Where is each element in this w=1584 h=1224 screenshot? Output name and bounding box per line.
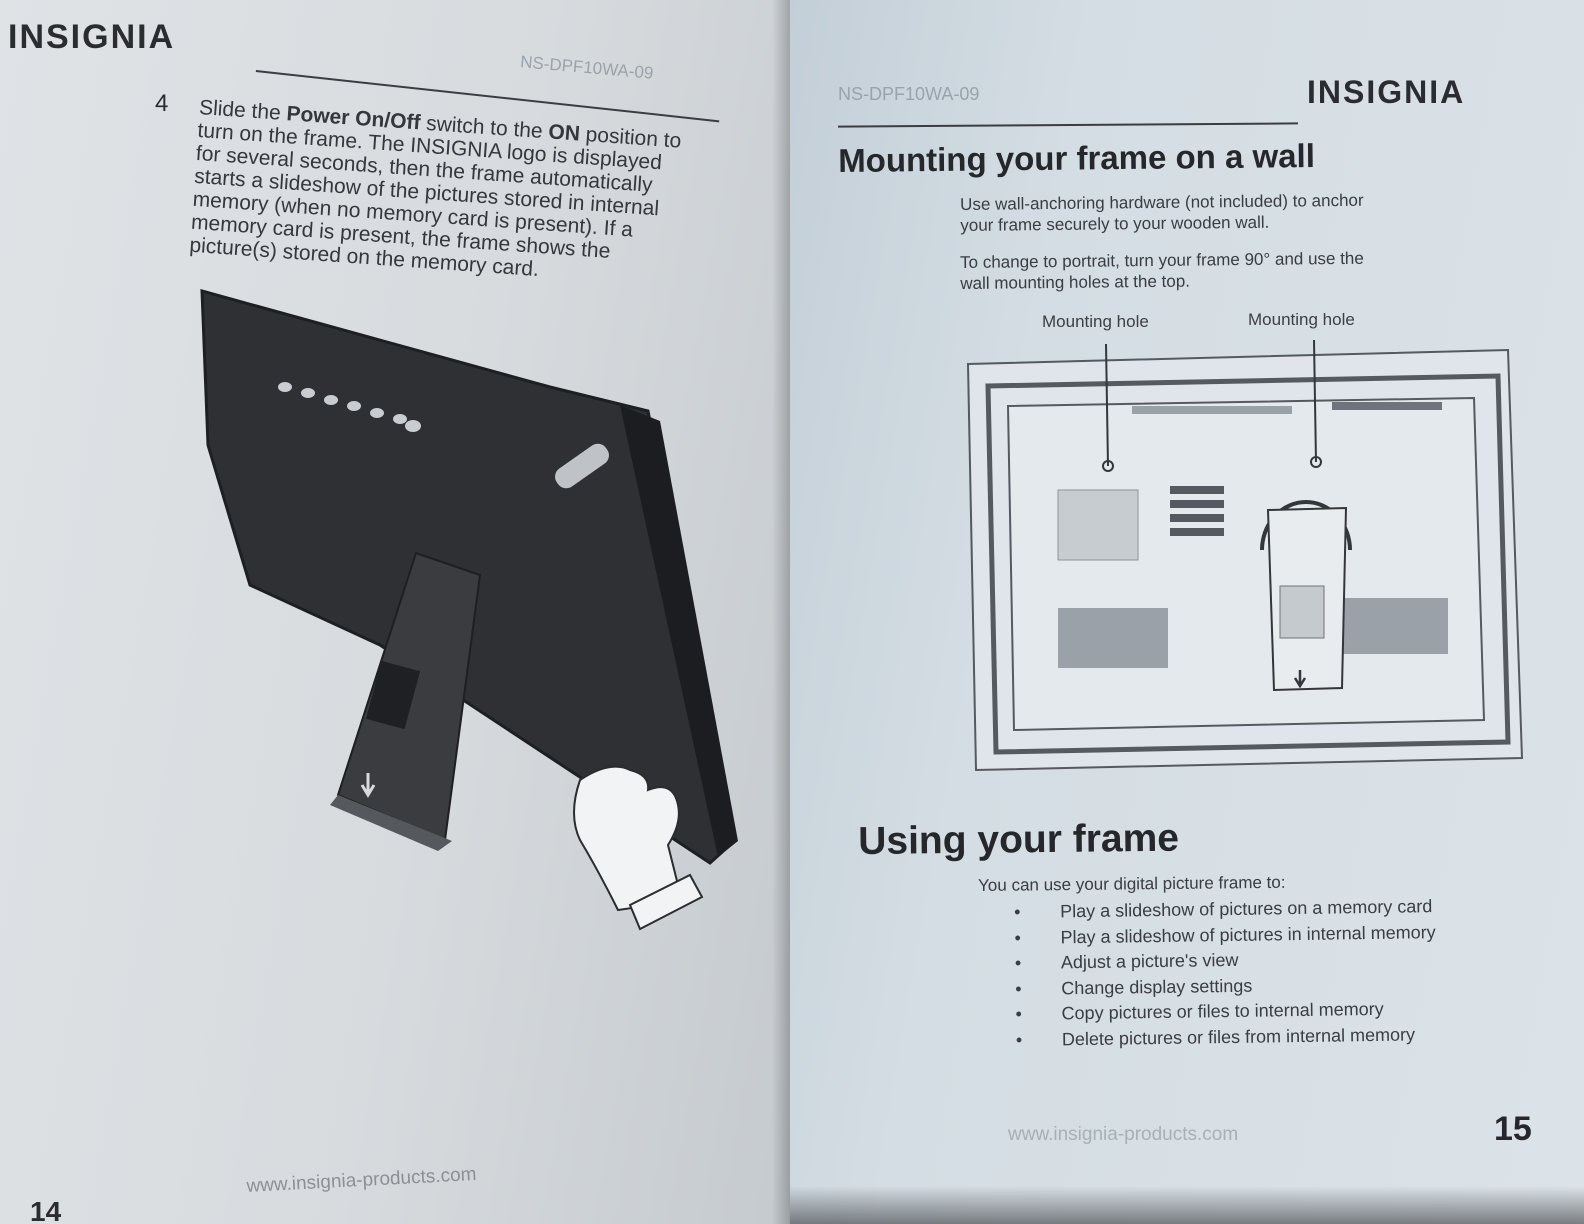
speaker-grille-right [1338,598,1448,654]
page-bottom-shadow [790,1186,1584,1224]
mounting-hole-label-left: Mounting hole [1042,312,1149,331]
page-number: 15 [1494,1110,1532,1148]
frame-edge [620,405,738,857]
card-slot [1332,402,1442,410]
insignia-logo: INSIGNIA [1307,74,1466,110]
hand-illustration [573,765,680,912]
callout-line-right [1313,340,1317,463]
mounting-paragraph-1: Use wall-anchoring hardware (not include… [960,190,1364,235]
frame-back-illustration [200,289,738,931]
kickstand-foot [330,795,452,851]
list-item: •Delete pictures or files from internal … [1015,1023,1416,1050]
control-buttons [278,382,421,432]
arrow-down-icon [1293,670,1307,689]
insignia-logo: INSIGNIA [8,18,176,56]
mounting-hole-right [1310,456,1322,468]
footer-url: www.insignia-products.com [1008,1124,1239,1145]
model-number: NS-DPF10WA-09 [838,84,980,104]
model-number: NS-DPF10WA-09 [519,52,655,83]
section-title-using: Using your frame [858,816,1180,863]
section-title-mounting: Mounting your frame on a wall [838,137,1316,179]
using-intro: You can use your digital picture frame t… [978,872,1286,895]
footer-url: www.insignia-products.com [246,1163,477,1197]
label-sticker [1057,489,1139,561]
mounting-hole-left [1102,460,1114,472]
mounting-diagram [966,340,1524,772]
mounting-paragraph-2: To change to portrait, turn your frame 9… [960,248,1364,293]
callout-line-left [1105,343,1109,467]
arrow-down-icon [360,773,376,798]
mounting-hole-label-right: Mounting hole [1248,310,1355,329]
feature-list: •Play a slideshow of pictures on a memor… [1014,894,1437,1053]
page-number: 14 [30,1196,62,1224]
button-row [1132,406,1292,414]
right-page: NS-DPF10WA-09 INSIGNIA Mounting your fra… [790,0,1584,1224]
step-text: Slide the Power On/Off switch to the ON … [189,96,719,293]
step-number: 4 [155,90,169,117]
speaker-grille-left [1058,608,1168,668]
memory-card-slot [555,443,609,489]
left-page: INSIGNIA NS-DPF10WA-09 4 Slide the Power… [0,0,790,1224]
header-rule [837,122,1299,128]
